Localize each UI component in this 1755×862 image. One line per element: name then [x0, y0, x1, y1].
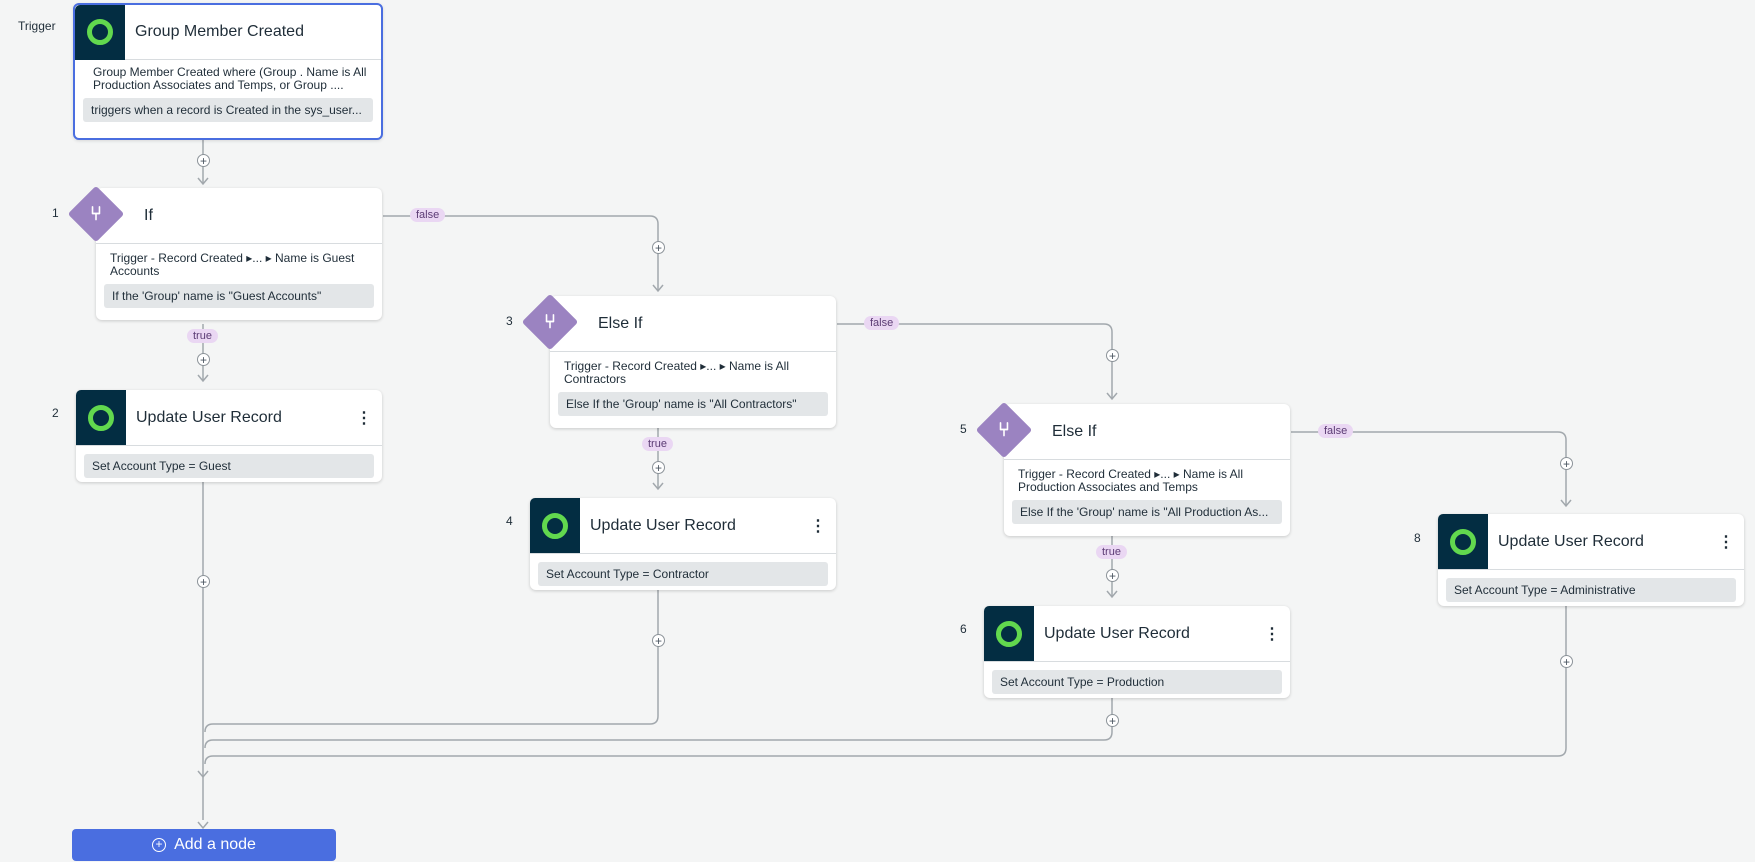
- step-number: 3: [506, 314, 513, 328]
- trigger-card[interactable]: Group Member Created Group Member Create…: [73, 3, 383, 140]
- else-if-card[interactable]: Else If Trigger - Record Created ▸... ▸ …: [550, 296, 836, 428]
- add-node-button[interactable]: + Add a node: [72, 829, 336, 861]
- more-options-icon[interactable]: ⋮: [1264, 625, 1280, 643]
- step-number: 8: [1414, 531, 1421, 545]
- app-logo-icon: [76, 390, 126, 445]
- add-step-button[interactable]: +: [197, 575, 210, 588]
- else-if-card[interactable]: Else If Trigger - Record Created ▸... ▸ …: [1004, 404, 1290, 536]
- update-user-record-card[interactable]: Update User Record ⋮ Set Account Type = …: [76, 390, 382, 482]
- else-if-description: Trigger - Record Created ▸... ▸ Name is …: [1018, 467, 1244, 494]
- else-if-title: Else If: [1052, 422, 1097, 440]
- false-branch-label: false: [864, 316, 900, 330]
- trigger-label: Trigger: [18, 19, 56, 33]
- update-user-record-card[interactable]: Update User Record ⋮ Set Account Type = …: [1438, 514, 1744, 606]
- app-logo-icon: [1438, 514, 1488, 569]
- app-logo-icon: [75, 4, 125, 60]
- action-chip: Set Account Type = Administrative: [1446, 578, 1736, 602]
- else-if-chip: Else If the 'Group' name is "All Product…: [1012, 500, 1282, 524]
- add-step-button[interactable]: +: [652, 461, 665, 474]
- update-user-record-card[interactable]: Update User Record ⋮ Set Account Type = …: [984, 606, 1290, 698]
- add-step-button[interactable]: +: [1560, 457, 1573, 470]
- add-step-button[interactable]: +: [652, 241, 665, 254]
- if-description: Trigger - Record Created ▸... ▸ Name is …: [110, 251, 355, 278]
- update-user-record-card[interactable]: Update User Record ⋮ Set Account Type = …: [530, 498, 836, 590]
- add-node-label: Add a node: [174, 836, 256, 853]
- action-chip: Set Account Type = Guest: [84, 454, 374, 478]
- step-number: 6: [960, 622, 967, 636]
- update-title: Update User Record: [1044, 624, 1190, 642]
- else-if-description: Trigger - Record Created ▸... ▸ Name is …: [564, 359, 790, 386]
- trigger-chip: triggers when a record is Created in the…: [83, 98, 373, 122]
- more-options-icon[interactable]: ⋮: [810, 517, 826, 535]
- update-title: Update User Record: [136, 408, 282, 426]
- false-branch-label: false: [410, 208, 446, 222]
- update-title: Update User Record: [1498, 532, 1644, 550]
- step-number: 1: [52, 206, 59, 220]
- trigger-title: Group Member Created: [135, 23, 304, 40]
- add-step-button[interactable]: +: [1106, 714, 1119, 727]
- step-number: 2: [52, 406, 59, 420]
- add-step-button[interactable]: +: [197, 154, 210, 167]
- else-if-chip: Else If the 'Group' name is "All Contrac…: [558, 392, 828, 416]
- more-options-icon[interactable]: ⋮: [356, 409, 372, 427]
- add-step-button[interactable]: +: [1106, 569, 1119, 582]
- false-branch-label: false: [1318, 424, 1354, 438]
- step-number: 5: [960, 422, 967, 436]
- add-step-button[interactable]: +: [652, 634, 665, 647]
- app-logo-icon: [984, 606, 1034, 661]
- step-number: 4: [506, 514, 513, 528]
- if-card[interactable]: If Trigger - Record Created ▸... ▸ Name …: [96, 188, 382, 320]
- true-branch-label: true: [187, 329, 218, 343]
- more-options-icon[interactable]: ⋮: [1718, 533, 1734, 551]
- true-branch-label: true: [1096, 545, 1127, 559]
- add-step-button[interactable]: +: [1560, 655, 1573, 668]
- true-branch-label: true: [642, 437, 673, 451]
- else-if-title: Else If: [598, 314, 643, 332]
- add-circle-icon: +: [152, 838, 167, 852]
- if-title: If: [144, 206, 153, 224]
- add-step-button[interactable]: +: [197, 353, 210, 366]
- add-step-button[interactable]: +: [1106, 349, 1119, 362]
- app-logo-icon: [530, 498, 580, 553]
- update-title: Update User Record: [590, 516, 736, 534]
- action-chip: Set Account Type = Contractor: [538, 562, 828, 586]
- action-chip: Set Account Type = Production: [992, 670, 1282, 694]
- trigger-description: Group Member Created where (Group . Name…: [93, 65, 367, 92]
- if-chip: If the 'Group' name is "Guest Accounts": [104, 284, 374, 308]
